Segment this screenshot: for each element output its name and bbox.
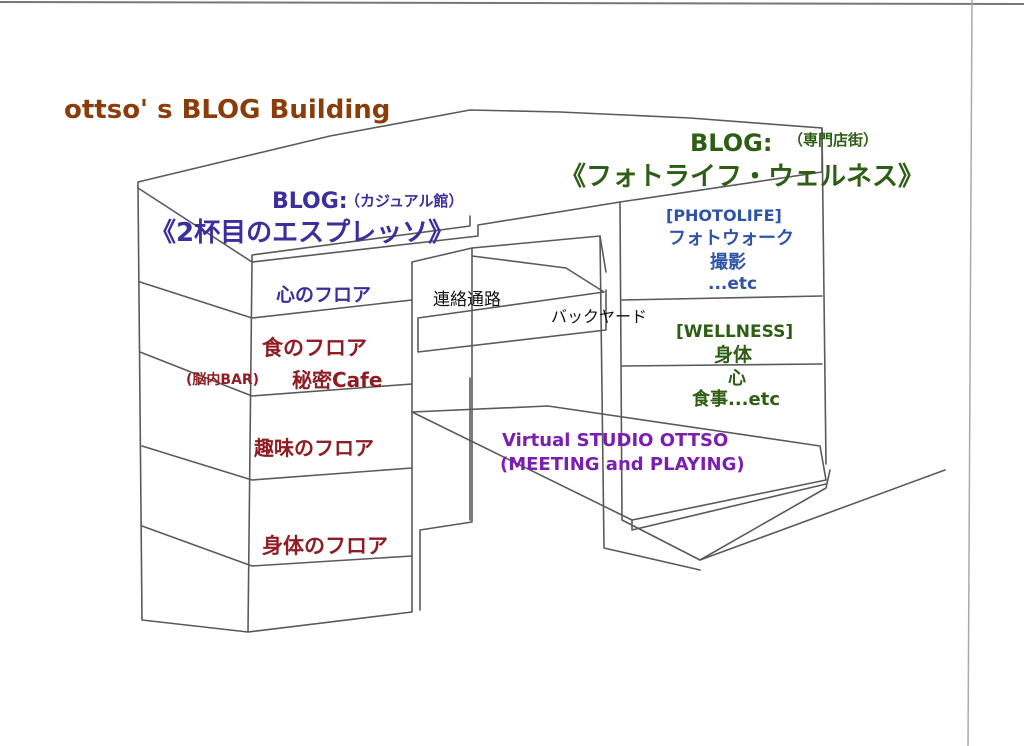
studio-title: Virtual STUDIO OTTSO xyxy=(502,430,729,451)
casual-blog-label: BLOG: xyxy=(272,189,348,214)
wellness-header: [WELLNESS] xyxy=(676,322,794,342)
corridor-label: 連絡通路 xyxy=(433,290,501,310)
casual-blog-subtitle: （カジュアル館） xyxy=(345,192,464,210)
specialty-blog-label: BLOG: xyxy=(690,129,773,157)
backyard-label: バックヤード xyxy=(551,307,648,326)
secret-cafe-name: 秘密Cafe xyxy=(292,368,383,392)
wellness-item-meal: 食事...etc xyxy=(692,389,780,410)
photolife-item-shooting: 撮影 xyxy=(710,252,746,273)
diagram-title: ottso' s BLOG Building xyxy=(64,95,391,125)
secret-cafe-prefix: (脳内BAR) xyxy=(186,372,260,388)
wellness-item-body: 身体 xyxy=(714,344,753,366)
paper-edge-top xyxy=(0,1,1024,5)
floor-body-label: 身体のフロア xyxy=(262,534,388,558)
paper-edge-right xyxy=(967,0,973,746)
studio-subtitle: (MEETING and PLAYING) xyxy=(500,454,745,475)
floor-hobby-label: 趣味のフロア xyxy=(254,436,374,460)
wellness-item-heart: 心 xyxy=(728,368,746,389)
pencil-lines xyxy=(137,109,946,633)
photolife-item-photowalk: フォトウォーク xyxy=(668,228,794,249)
photolife-item-etc: ...etc xyxy=(708,274,758,294)
specialty-blog-name: 《フォトライフ・ウェルネス》 xyxy=(560,162,925,192)
floor-food-label: 食のフロア xyxy=(262,336,367,360)
floor-heart-label: 心のフロア xyxy=(276,284,372,306)
casual-blog-name: 《2杯目のエスプレッソ》 xyxy=(150,218,455,248)
photolife-header: [PHOTOLIFE] xyxy=(666,206,782,225)
specialty-blog-subtitle: （専門店街） xyxy=(788,131,879,149)
